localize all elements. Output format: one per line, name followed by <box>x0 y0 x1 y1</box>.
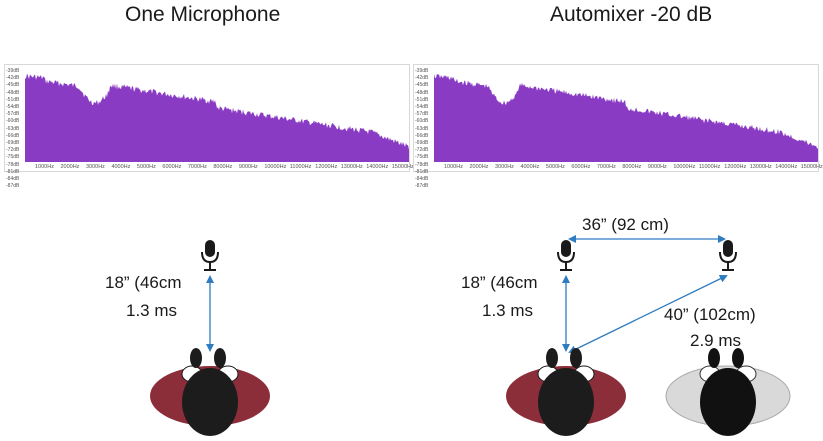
y-tick-label: -87dB <box>415 183 429 190</box>
x-tick-label: 4000Hz <box>520 164 540 170</box>
y-tick-label: -54dB <box>415 104 429 111</box>
x-tick-label: 15000Hz <box>391 164 414 170</box>
x-tick-label: 6000Hz <box>571 164 591 170</box>
y-tick-label: -81dB <box>415 168 429 175</box>
y-tick-label: -72dB <box>6 147 20 154</box>
label-left-delay: 1.3 ms <box>126 301 178 320</box>
x-tick-label: 14000Hz <box>366 164 389 170</box>
y-tick-label: -42dB <box>6 75 20 82</box>
x-tick-label: 7000Hz <box>187 164 207 170</box>
x-tick-label: 13000Hz <box>749 164 772 170</box>
y-tick-label: -72dB <box>415 147 429 154</box>
x-tick-label: 8000Hz <box>213 164 233 170</box>
y-tick-label: -48dB <box>6 89 20 96</box>
y-tick-label: -78dB <box>415 161 429 168</box>
x-tick-label: 8000Hz <box>622 164 642 170</box>
x-tick-label: 11000Hz <box>289 164 312 170</box>
label-far-delay: 2.9 ms <box>690 331 742 350</box>
label-right-delay: 1.3 ms <box>482 301 534 320</box>
y-tick-label: -57dB <box>415 111 429 118</box>
y-tick-label: -45dB <box>415 82 429 89</box>
y-tick-label: -87dB <box>6 183 20 190</box>
y-tick-label: -63dB <box>415 125 429 132</box>
title-one-microphone: One Microphone <box>125 3 281 26</box>
spectrum-one-microphone: -39dB-42dB-45dB-48dB-51dB-54dB-57dB-60dB… <box>4 64 414 189</box>
y-tick-label: -81dB <box>6 168 20 175</box>
x-tick-label: 14000Hz <box>775 164 798 170</box>
microphone-icon <box>201 239 219 271</box>
spectrum-right-y-ticks: -39dB-42dB-45dB-48dB-51dB-54dB-57dB-60dB… <box>415 68 433 189</box>
x-tick-label: 2000Hz <box>60 164 80 170</box>
y-tick-label: -66dB <box>6 132 20 139</box>
label-left-distance: 18” (46cm <box>105 273 182 292</box>
x-tick-label: 3000Hz <box>494 164 514 170</box>
y-tick-label: -39dB <box>415 68 429 74</box>
y-tick-label: -60dB <box>6 118 20 125</box>
x-tick-label: 10000Hz <box>264 164 287 170</box>
label-far-distance: 40” (102cm) <box>664 305 756 324</box>
x-tick-label: 9000Hz <box>647 164 667 170</box>
x-tick-label: 15000Hz <box>800 164 823 170</box>
spectrum-left-x-ticks: 1000Hz 2000Hz 3000Hz 4000Hz 5000Hz 6000Hz 7000… <box>25 164 414 172</box>
x-tick-label: 5000Hz <box>136 164 156 170</box>
x-tick-label: 10000Hz <box>673 164 696 170</box>
label-mic-spacing: 36” (92 cm) <box>582 215 669 234</box>
spectrum-right-area <box>434 73 818 162</box>
microphone-icon <box>557 239 575 271</box>
spectrum-left-area <box>25 73 409 162</box>
y-tick-label: -69dB <box>415 140 429 147</box>
spectrum-automixer: -39dB-42dB-45dB-48dB-51dB-54dB-57dB-60dB… <box>413 64 823 189</box>
spectrum-left-y-ticks: -39dB-42dB-45dB-48dB-51dB-54dB-57dB-60dB… <box>6 68 24 189</box>
y-tick-label: -78dB <box>6 161 20 168</box>
x-tick-label: 12000Hz <box>315 164 338 170</box>
x-tick-label: 1000Hz <box>444 164 463 170</box>
spectrum-right-plot <box>434 73 818 162</box>
y-tick-label: -51dB <box>415 96 429 103</box>
y-tick-label: -60dB <box>415 118 429 125</box>
x-tick-label: 2000Hz <box>469 164 489 170</box>
y-tick-label: -63dB <box>6 125 20 132</box>
x-tick-label: 9000Hz <box>238 164 258 170</box>
arrow-far-distance <box>568 275 728 353</box>
x-tick-label: 3000Hz <box>85 164 105 170</box>
x-tick-label: 1000Hz <box>35 164 54 170</box>
x-tick-label: 4000Hz <box>111 164 131 170</box>
title-automixer: Automixer -20 dB <box>550 3 713 26</box>
x-tick-label: 6000Hz <box>162 164 182 170</box>
spectrum-right-x-ticks: 1000Hz 2000Hz 3000Hz 4000Hz 5000Hz 6000Hz 7000… <box>434 164 823 172</box>
label-right-distance: 18” (46cm <box>461 273 538 292</box>
x-tick-label: 11000Hz <box>698 164 721 170</box>
y-tick-label: -84dB <box>6 176 20 183</box>
x-tick-label: 5000Hz <box>545 164 565 170</box>
x-tick-label: 7000Hz <box>596 164 616 170</box>
y-tick-label: -39dB <box>6 68 20 74</box>
x-tick-label: 12000Hz <box>724 164 747 170</box>
y-tick-label: -48dB <box>415 89 429 96</box>
y-tick-label: -45dB <box>6 82 20 89</box>
y-tick-label: -75dB <box>6 154 20 161</box>
y-tick-label: -84dB <box>415 176 429 183</box>
x-tick-label: 13000Hz <box>340 164 363 170</box>
y-tick-label: -75dB <box>415 154 429 161</box>
y-tick-label: -42dB <box>415 75 429 82</box>
person-top-view-icon <box>665 348 791 436</box>
spectrum-left-plot <box>25 73 409 162</box>
y-tick-label: -69dB <box>6 140 20 147</box>
person-top-view-icon <box>506 348 626 436</box>
y-tick-label: -66dB <box>415 132 429 139</box>
y-tick-label: -57dB <box>6 111 20 118</box>
microphone-icon <box>719 239 737 271</box>
person-top-view-icon <box>150 348 270 436</box>
y-tick-label: -54dB <box>6 104 20 111</box>
y-tick-label: -51dB <box>6 96 20 103</box>
